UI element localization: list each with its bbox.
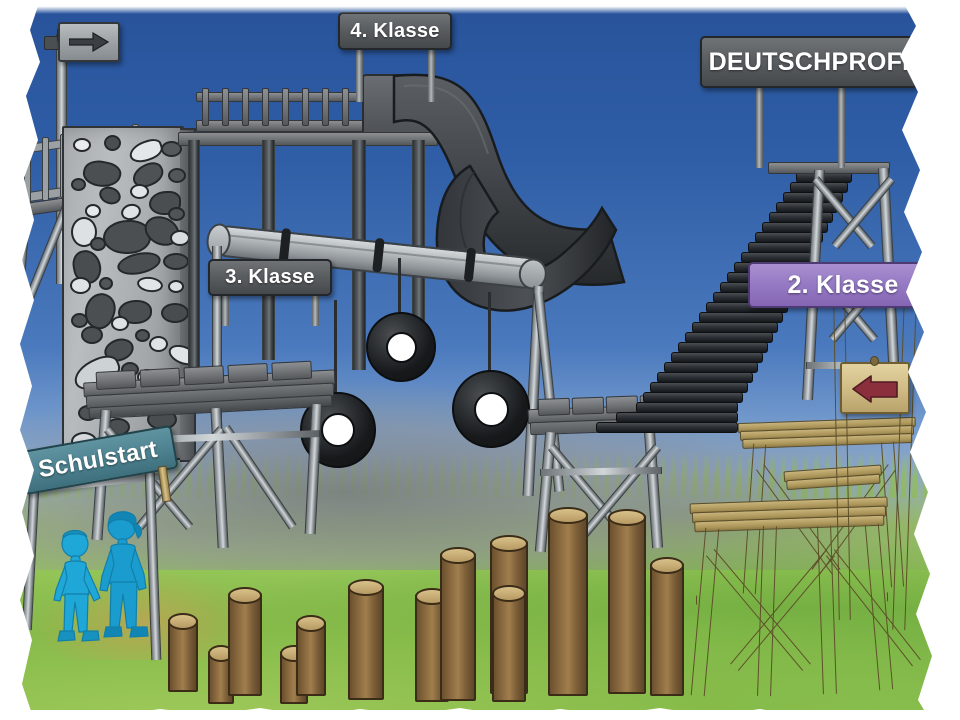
- stepping-log[interactable]: [348, 579, 384, 700]
- stepping-log[interactable]: [548, 507, 588, 696]
- stepping-log[interactable]: [440, 547, 476, 701]
- stepping-log[interactable]: [608, 509, 646, 694]
- ramp-top-deck: [768, 162, 890, 174]
- sign-3-klasse[interactable]: 3. Klasse: [208, 259, 332, 296]
- stepping-log[interactable]: [168, 613, 198, 692]
- tire-rope-left: [334, 300, 337, 396]
- sign-2-klasse-label: 2. Klasse: [787, 270, 899, 299]
- tire-right[interactable]: [452, 370, 530, 448]
- sign-deutschprofi-label: DEUTSCHPROFI: [708, 47, 910, 76]
- deck-leg-1: [188, 140, 200, 390]
- arrow-sign-right[interactable]: [58, 22, 120, 62]
- stepping-log[interactable]: [650, 557, 684, 696]
- sign-2-klasse[interactable]: 2. Klasse: [748, 262, 938, 308]
- tire-rope-right: [488, 292, 491, 374]
- arrow-sign-left[interactable]: [840, 362, 910, 414]
- stepping-log[interactable]: [492, 585, 526, 702]
- stepping-log[interactable]: [228, 587, 262, 696]
- beam-support-left: [212, 246, 222, 446]
- arrow-right-icon: [69, 32, 109, 52]
- kid-tall: [99, 511, 149, 638]
- sign-3-klasse-post-right: [312, 290, 319, 326]
- sign-4-klasse[interactable]: 4. Klasse: [338, 12, 452, 50]
- sign-4-klasse-post-right: [428, 44, 435, 102]
- arrow-sign-left-bolt: [870, 356, 879, 366]
- sign-deutschprofi[interactable]: DEUTSCHPROFI: [700, 36, 918, 88]
- kid-small: [53, 529, 101, 642]
- arrow-left-icon: [852, 375, 898, 403]
- sign-4-klasse-label: 4. Klasse: [350, 19, 440, 42]
- sign-deutschprofi-post-right: [838, 82, 845, 168]
- stepping-log[interactable]: [296, 615, 326, 696]
- sign-3-klasse-post-left: [222, 290, 229, 326]
- sign-deutschprofi-post-left: [756, 82, 763, 168]
- sign-3-klasse-label: 3. Klasse: [225, 266, 315, 288]
- tire-middle[interactable]: [366, 312, 436, 382]
- sign-4-klasse-post-left: [356, 44, 363, 102]
- tire-rope-middle: [398, 258, 401, 316]
